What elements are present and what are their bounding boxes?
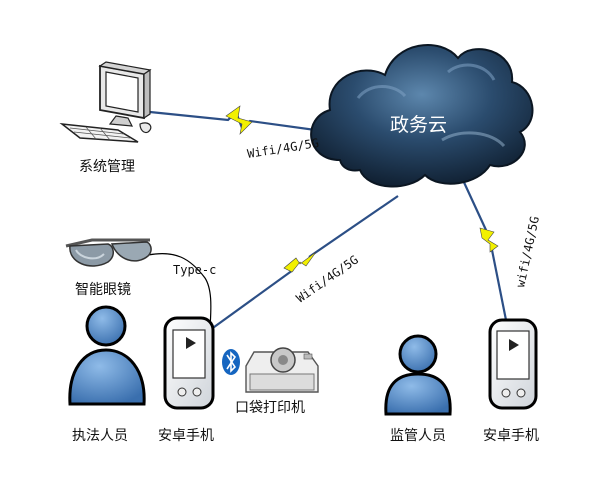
- link-phone-right-cloud: [461, 177, 508, 321]
- label-supervisor: 监管人员: [390, 428, 446, 444]
- smart-glasses-icon: [65, 238, 152, 267]
- type-c-cable: [147, 252, 212, 333]
- person-icon: [68, 305, 146, 406]
- link-label-mobile-left: Wifi/4G/5G: [294, 253, 361, 306]
- cloud-icon: [310, 44, 534, 188]
- printer-icon: [245, 347, 319, 393]
- link-label-pc: Wifi/4G/5G: [246, 136, 320, 161]
- label-smart-glasses: 智能眼镜: [75, 282, 131, 298]
- link-phone-left-cloud: [209, 195, 399, 331]
- phone-icon: [488, 318, 538, 410]
- cloud-label: 政务云: [390, 114, 448, 136]
- label-android-phone-left: 安卓手机: [158, 428, 214, 444]
- label-android-phone-right: 安卓手机: [483, 428, 539, 444]
- phone-icon: [163, 316, 215, 410]
- label-pocket-printer: 口袋打印机: [235, 400, 305, 416]
- label-system-admin: 系统管理: [79, 159, 135, 175]
- link-pc-cloud: [149, 105, 331, 135]
- person-icon: [384, 334, 452, 416]
- label-type-c: Type-c: [173, 263, 217, 277]
- label-law-enforcer: 执法人员: [72, 428, 128, 444]
- computer-icon: [59, 61, 152, 143]
- link-label-mobile-right: wifi/4G/5G: [513, 215, 542, 289]
- bluetooth-icon: [222, 349, 240, 375]
